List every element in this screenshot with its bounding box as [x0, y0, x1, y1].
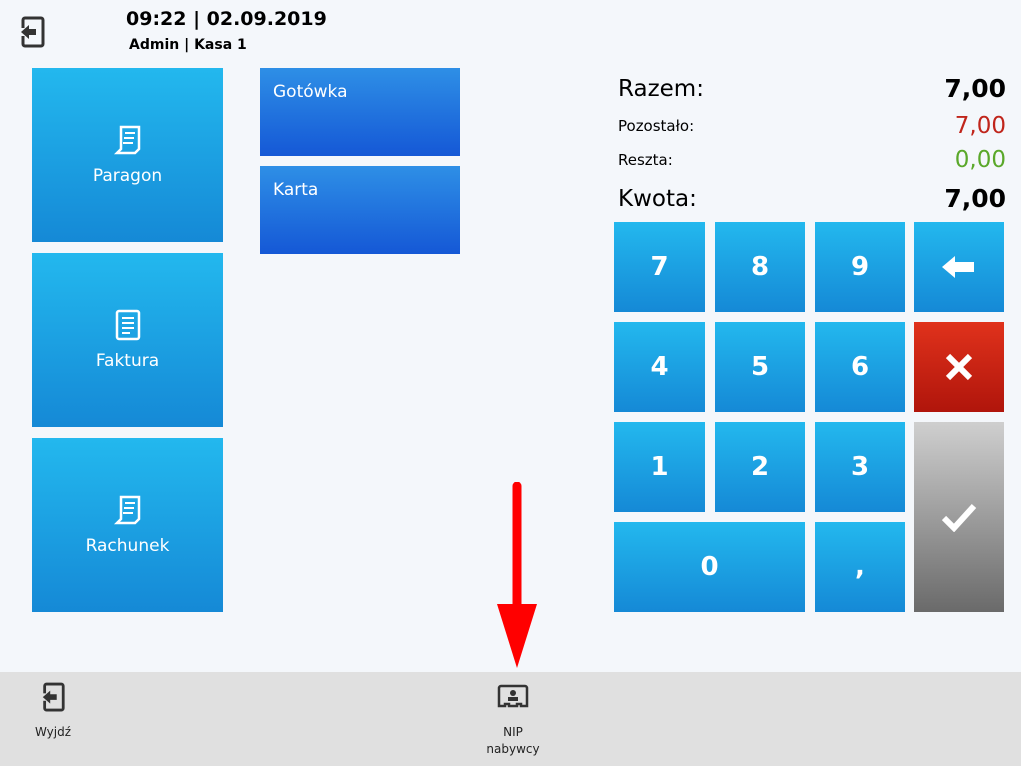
header-user: Admin | Kasa 1	[129, 37, 247, 53]
close-icon	[945, 353, 973, 381]
payment-label: Gotówka	[273, 82, 348, 102]
document-faktura-button[interactable]: Faktura	[32, 253, 223, 427]
total-row: Razem: 7,00	[618, 74, 1006, 103]
remaining-label: Pozostało:	[618, 117, 695, 135]
receipt-icon	[113, 125, 140, 155]
invoice-icon	[115, 309, 140, 341]
payment-card-button[interactable]: Karta	[260, 166, 460, 254]
payment-cash-button[interactable]: Gotówka	[260, 68, 460, 156]
key-3[interactable]: 3	[815, 422, 905, 512]
document-paragon-button[interactable]: Paragon	[32, 68, 223, 242]
key-0[interactable]: 0	[614, 522, 805, 612]
amount-row: Kwota: 7,00	[618, 184, 1006, 213]
total-label: Razem:	[618, 75, 704, 102]
key-2[interactable]: 2	[715, 422, 805, 512]
exit-label: Wyjdź	[34, 725, 71, 739]
amount-value: 7,00	[944, 184, 1006, 213]
confirm-button[interactable]	[914, 422, 1004, 612]
amount-label: Kwota:	[618, 185, 697, 212]
receipt-icon	[113, 495, 140, 525]
key-9[interactable]: 9	[815, 222, 905, 312]
document-label: Paragon	[92, 166, 163, 186]
remaining-value: 7,00	[954, 113, 1006, 139]
total-value: 7,00	[944, 74, 1006, 103]
key-5[interactable]: 5	[715, 322, 805, 412]
logout-icon	[41, 682, 65, 712]
id-card-icon	[497, 684, 529, 708]
document-label: Rachunek	[85, 536, 170, 556]
backspace-button[interactable]	[914, 222, 1004, 312]
cancel-button[interactable]	[914, 322, 1004, 412]
arrow-left-icon	[942, 256, 974, 278]
nip-label-line1: NIP	[503, 725, 523, 739]
key-6[interactable]: 6	[815, 322, 905, 412]
bottom-toolbar: Wyjdź NIP nabywcy	[0, 672, 1021, 766]
remaining-row: Pozostało: 7,00	[618, 113, 1006, 139]
buyer-nip-button[interactable]: NIP nabywcy	[480, 684, 546, 756]
header-datetime: 09:22 | 02.09.2019	[126, 8, 327, 30]
change-row: Reszta: 0,00	[618, 147, 1006, 173]
key-8[interactable]: 8	[715, 222, 805, 312]
nip-label-line2: nabywcy	[486, 742, 540, 756]
exit-button[interactable]: Wyjdź	[28, 682, 78, 739]
key-comma[interactable]: ,	[815, 522, 905, 612]
change-value: 0,00	[954, 147, 1006, 173]
document-label: Faktura	[95, 351, 160, 371]
key-1[interactable]: 1	[614, 422, 705, 512]
payment-label: Karta	[273, 180, 319, 200]
key-7[interactable]: 7	[614, 222, 705, 312]
checkmark-icon	[941, 503, 977, 532]
key-4[interactable]: 4	[614, 322, 705, 412]
logout-icon[interactable]	[18, 16, 46, 54]
change-label: Reszta:	[618, 151, 673, 169]
annotation-arrow	[497, 482, 537, 668]
document-rachunek-button[interactable]: Rachunek	[32, 438, 223, 612]
